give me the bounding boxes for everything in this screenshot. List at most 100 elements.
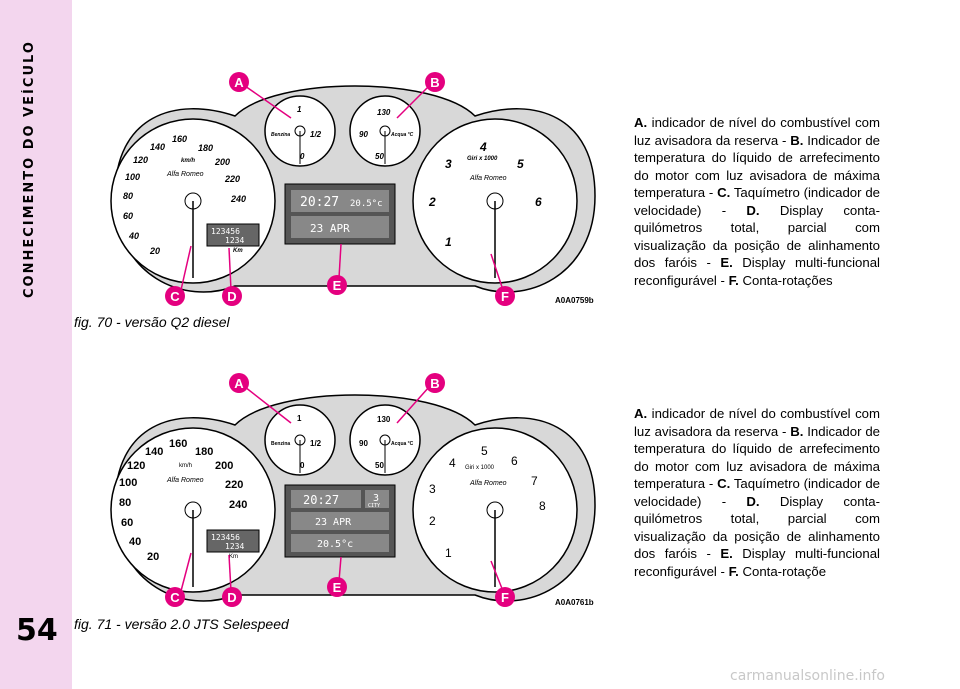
watermark: carmanualsonline.info [730, 668, 885, 684]
callout-b: B [430, 75, 439, 90]
odometer-trip: 1234 [225, 236, 244, 245]
fuel-label-empty: 0 [300, 152, 305, 161]
rpm-label: 4 [449, 456, 456, 470]
speed-label: 20 [147, 551, 159, 563]
desc-text: Indicador de temperatura do líquido de a… [634, 132, 880, 201]
speed-label: 60 [121, 517, 133, 529]
odometer-total: 123456 [211, 227, 240, 236]
page-number: 54 [16, 613, 58, 648]
rpm-unit: Giri x 1000 [467, 156, 498, 162]
desc-text: Conta-rotaçõe [738, 563, 827, 579]
desc-text: indicador de nível do combustível com lu… [634, 406, 880, 439]
display-temp: 20.5°c [350, 199, 383, 209]
rpm-label: 1 [445, 235, 452, 249]
callout-f: F [501, 289, 509, 304]
desc-label: D. [746, 202, 760, 218]
callout-c: C [170, 289, 180, 304]
speed-unit: km/h [181, 158, 195, 164]
speed-label: 200 [215, 460, 233, 472]
desc-text: Display multi-funcional reconfigurável - [634, 255, 880, 288]
desc-label: E. [720, 255, 733, 270]
desc-label: F. [728, 272, 739, 288]
caption-71: fig. 71 - versão 2.0 JTS Selespeed [74, 616, 289, 632]
rpm-label: 5 [517, 157, 524, 171]
fuel-label-name: Benzina [271, 441, 290, 447]
fuel-label-full: 1 [297, 414, 302, 423]
desc-text: Display conta-quilómetros total, parcial… [634, 493, 880, 562]
desc-text: Taquímetro (indicador de velocidade) - [634, 185, 880, 218]
desc-text: Display multi-funcional reconfigurável - [634, 546, 880, 579]
temp-label-low: 50 [375, 152, 384, 161]
sidebar: CONHECIMENTO DO VEÍCULO 54 [0, 0, 72, 689]
fuel-label-empty: 0 [300, 461, 305, 470]
display-date: 23 APR [310, 222, 350, 235]
speed-label: 120 [127, 460, 145, 472]
rpm-label: 1 [445, 546, 452, 560]
display-mode: CITY [368, 503, 380, 509]
brand-logo-tacho: Alfa Romeo [469, 480, 507, 487]
description-71: A. indicador de nível do combustível com… [634, 405, 880, 580]
display-temp: 20.5°c [317, 539, 353, 550]
rpm-label: 3 [445, 157, 452, 171]
fuel-label-half: 1/2 [310, 130, 322, 139]
rpm-unit: Giri x 1000 [465, 465, 495, 471]
callout-c: C [170, 590, 180, 605]
display-gear: 3 [373, 493, 379, 504]
desc-label: F. [728, 563, 739, 579]
temp-label-low: 50 [375, 461, 384, 470]
speed-label: 60 [123, 211, 133, 221]
rpm-label: 7 [531, 474, 538, 488]
speed-label: 180 [198, 143, 213, 153]
desc-text: Indicador de temperatura do líquido de a… [634, 423, 880, 492]
rpm-label: 8 [539, 499, 546, 513]
desc-label: B. [790, 423, 804, 439]
fuel-label-half: 1/2 [310, 439, 322, 448]
display-time: 20:27 [300, 195, 339, 210]
fuel-label-full: 1 [297, 105, 302, 114]
desc-text: indicador de nível do combustível com lu… [634, 115, 880, 148]
speed-label: 80 [119, 497, 131, 509]
fuel-label-name: Benzina [271, 132, 290, 138]
speed-label: 80 [123, 191, 133, 201]
figure-71: 20:27 3 CITY 23 APR 20.5°c 123456 1234 2… [95, 365, 615, 625]
speed-label: 100 [125, 172, 140, 182]
desc-text: Conta-rotações [738, 272, 833, 288]
speed-unit-km: Km [229, 554, 238, 560]
display-time: 20:27 [303, 493, 339, 507]
speed-label: 240 [229, 499, 247, 511]
desc-label: E. [720, 546, 733, 561]
speed-label: 120 [133, 155, 148, 165]
speed-label: 40 [129, 536, 141, 548]
odometer-total: 123456 [211, 533, 240, 542]
callout-e: E [333, 580, 342, 595]
speed-label: 100 [119, 477, 137, 489]
section-title: CONHECIMENTO DO VEÍCULO [22, 40, 37, 298]
temp-label-high: 130 [377, 415, 391, 424]
speed-label: 40 [128, 231, 139, 241]
rpm-label: 5 [481, 444, 488, 458]
callout-f: F [501, 590, 509, 605]
description-70: A. indicador de nível do combustível com… [634, 114, 880, 289]
rpm-label: 6 [511, 454, 518, 468]
temp-label-name: Acqua °C [391, 441, 414, 447]
callout-d: D [227, 590, 236, 605]
speed-label: 200 [214, 157, 230, 167]
rpm-label: 6 [535, 195, 542, 209]
desc-text: Taquímetro (indicador de velocidade) - [634, 476, 880, 509]
temp-label-high: 130 [377, 108, 391, 117]
caption-70: fig. 70 - versão Q2 diesel [74, 314, 230, 330]
desc-text: Display conta-quilómetros total, parcial… [634, 202, 880, 271]
speed-label: 220 [224, 174, 240, 184]
speed-unit: km/h [179, 463, 192, 469]
speed-unit-km: Km [233, 248, 243, 254]
callout-e: E [333, 278, 342, 293]
display-date: 23 APR [315, 517, 352, 528]
callout-b: B [430, 376, 439, 391]
desc-label: C. [717, 476, 731, 491]
rpm-label: 2 [429, 514, 436, 528]
speed-label: 220 [225, 479, 243, 491]
speed-label: 180 [195, 446, 213, 458]
callout-a: A [234, 376, 244, 391]
figure-code-70: A0A0759b [555, 296, 594, 305]
brand-logo: Alfa Romeo [166, 477, 204, 484]
